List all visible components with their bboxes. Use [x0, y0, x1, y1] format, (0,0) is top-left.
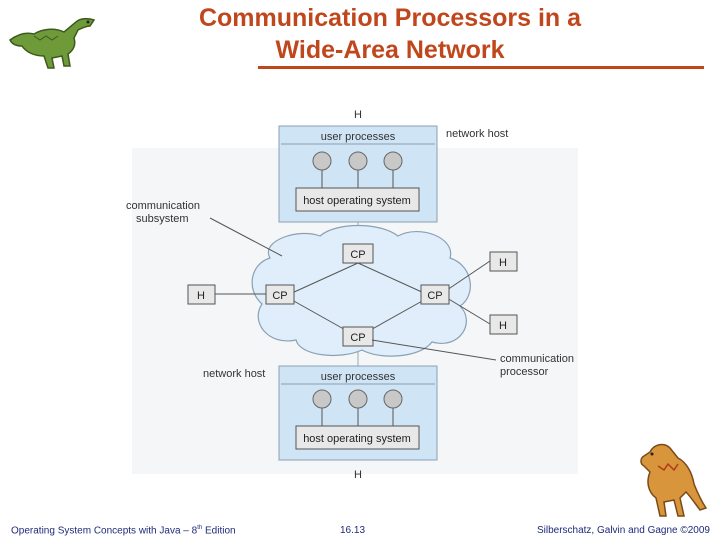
process-circle [348, 389, 368, 409]
bottom-user-processes-label: user processes [321, 371, 396, 383]
process-circle [312, 389, 332, 409]
bottom-host-os-box [295, 425, 420, 450]
h-left-label: H [197, 290, 205, 302]
dinosaur-logo-left-icon [9, 17, 96, 69]
dinosaur-logo-right-icon [640, 443, 708, 517]
h-box-left [187, 284, 216, 305]
h-right-top-label: H [499, 257, 507, 269]
bottom-host-h-label: H [354, 469, 362, 481]
network-host-top-label: network host [446, 128, 508, 140]
process-circle [348, 151, 368, 171]
cp-left-label: CP [272, 290, 287, 302]
slide-title-line-1: Communication Processors in a [198, 4, 582, 32]
process-circle [383, 389, 403, 409]
communication-processor-pointer [371, 339, 497, 361]
communication-subsystem-label-line-1: communication [126, 200, 200, 212]
cp-right-label: CP [427, 290, 442, 302]
communication-subsystem-pointer [209, 217, 283, 257]
network-host-bottom-label: network host [203, 368, 265, 380]
h-box-right-bottom [489, 314, 518, 335]
slide-title: Communication Processors in a Wide-Area … [100, 2, 680, 66]
communication-cloud [251, 224, 471, 357]
communication-processor-label-line-1: communication [500, 353, 574, 365]
footer-page-number: 16.13 [340, 525, 366, 536]
footer-book-title: Operating System Concepts with Java – 8t… [11, 525, 236, 537]
title-underline [258, 66, 704, 69]
footer-authors: Silberschatz, Galvin and Gagne ©2009 [536, 525, 710, 536]
bottom-host-os-label: host operating system [303, 433, 411, 445]
top-user-processes-label: user processes [321, 131, 396, 143]
communication-processor-label-line-2: processor [500, 366, 549, 378]
process-circle [383, 151, 403, 171]
top-host-h-label: H [354, 109, 362, 121]
cp-bottom-label: CP [350, 332, 365, 344]
communication-subsystem-label-line-2: subsystem [136, 213, 189, 225]
cp-box-top [342, 243, 374, 264]
process-circle [312, 151, 332, 171]
top-host-os-box [295, 187, 420, 212]
top-host-os-label: host operating system [303, 195, 411, 207]
cp-top-label: CP [350, 249, 365, 261]
cp-box-right [420, 284, 450, 305]
h-right-bottom-label: H [499, 320, 507, 332]
cp-box-bottom [342, 326, 374, 347]
slide-title-line-2: Wide-Area Network [275, 36, 505, 64]
h-box-right-top [489, 251, 518, 272]
cp-box-left [265, 284, 295, 305]
